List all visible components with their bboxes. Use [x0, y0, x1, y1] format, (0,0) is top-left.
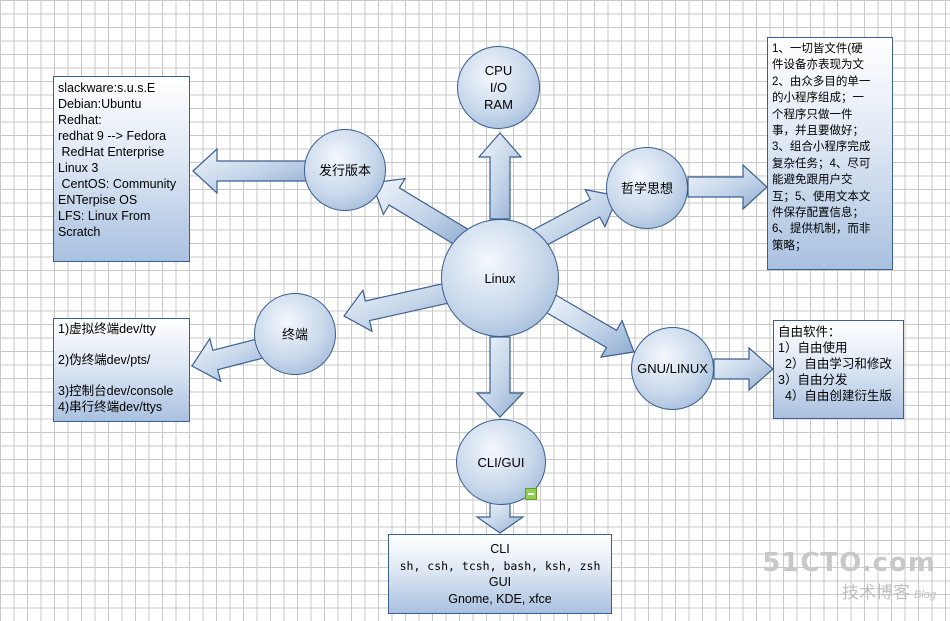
terminal-line: 1)虚拟终端dev/tty	[58, 322, 156, 336]
arrow-gnu-to-box	[713, 346, 774, 392]
gnu-line: 自由软件：	[778, 325, 841, 339]
arrow-to-distro	[371, 177, 470, 248]
cli-line: Gnome, KDE, xfce	[448, 591, 552, 606]
gnu-linux-node: GNU/LINUX	[631, 327, 714, 410]
distro-node: 发行版本	[304, 129, 386, 211]
gnu-linux-label: GNU/LINUX	[637, 361, 708, 376]
io-label: I/O	[489, 80, 508, 95]
philosophy-node: 哲学思想	[606, 147, 688, 229]
philosophy-line: 能避免跟用户交	[772, 174, 853, 187]
philosophy-line: 互；5、使用文本文	[772, 190, 871, 203]
arrow-to-gnu	[542, 292, 635, 358]
cli-gui-label: CLI/GUI	[477, 454, 525, 470]
terminal-line	[58, 338, 185, 354]
cli-line: CLI	[490, 542, 510, 556]
arrow-to-hardware	[477, 132, 523, 220]
distro-line: Scratch	[58, 225, 101, 239]
arrow-philosophy-to-box	[687, 163, 768, 211]
cli-box: CLI sh, csh, tcsh, bash, ksh, zsh GUI Gn…	[388, 534, 612, 614]
philosophy-line: 的小程序组成；一	[772, 92, 864, 105]
arrow-distro-to-box	[192, 147, 307, 195]
distro-line: slackware:s.u.s.E	[58, 81, 156, 95]
arrow-cli-to-box	[475, 502, 525, 534]
distro-line: CentOS: Community	[58, 177, 177, 191]
distro-box: slackware:s.u.s.E Debian:Ubuntu Redhat: …	[53, 76, 190, 262]
cli-line: sh, csh, tcsh, bash, ksh, zsh	[399, 558, 601, 573]
philosophy-label: 哲学思想	[620, 180, 673, 196]
hardware-node: CPU I/O RAM	[457, 46, 540, 129]
watermark-blog: Blog	[913, 589, 936, 601]
distro-line: Debian:Ubuntu	[58, 97, 142, 111]
distro-line: Linux 3	[58, 161, 99, 175]
philosophy-line: 事，并且要做好；	[772, 125, 864, 138]
philosophy-line: 复杂任务；4、尽可	[772, 157, 871, 170]
cpu-label: CPU	[484, 63, 513, 78]
philosophy-line: 1、一切皆文件(硬	[772, 43, 863, 55]
distro-line: LFS: Linux From	[58, 209, 151, 223]
arrow-to-philosophy	[531, 188, 619, 249]
arrow-to-cli	[475, 336, 525, 418]
distro-label: 发行版本	[318, 162, 371, 178]
terminal-line	[58, 369, 185, 385]
philosophy-line: 件保存配置信息；	[772, 207, 864, 220]
distro-line: ENTerpise OS	[58, 193, 138, 207]
linux-center-node: Linux	[441, 219, 559, 337]
terminal-label: 终端	[281, 326, 308, 342]
terminal-box: 1)虚拟终端dev/tty 2)伪终端dev/pts/ 3)控制台dev/con…	[53, 318, 190, 422]
cli-line: GUI	[488, 575, 512, 589]
philosophy-line: 个程序只做一件	[772, 108, 853, 121]
philosophy-line: 2、由众多目的单一	[772, 75, 871, 88]
watermark-site: 51CTO.com	[762, 548, 936, 578]
ram-label: RAM	[484, 97, 513, 112]
distro-line: RedHat Enterprise	[58, 145, 165, 159]
terminal-line: 4)串行终端dev/ttys	[58, 399, 163, 414]
watermark-sub: 技术博客	[841, 583, 910, 603]
terminal-line: 2)伪终端dev/pts/	[58, 353, 151, 367]
gnu-box: 自由软件： 1）自由使用 2）自由学习和修改 3）自由分发 4）自由创建衍生版	[773, 320, 904, 419]
philosophy-line: 件设备亦表现为文	[772, 59, 864, 72]
terminal-node: 终端	[254, 293, 336, 375]
terminal-line: 3)控制台dev/console	[58, 384, 174, 398]
distro-line: redhat 9 --> Fedora	[58, 129, 167, 143]
philosophy-line: 3、组合小程序完成	[772, 141, 871, 154]
collapse-handle-icon[interactable]	[525, 488, 537, 500]
gnu-line: 1）自由使用	[778, 341, 848, 355]
philosophy-line: 策略；	[772, 239, 807, 252]
gnu-line: 4）自由创建衍生版	[778, 389, 892, 403]
gnu-line: 3）自由分发	[778, 373, 848, 387]
philosophy-box: 1、一切皆文件(硬 件设备亦表现为文 2、由众多目的单一 的小程序组成；一 个程…	[767, 37, 893, 270]
gnu-line: 2）自由学习和修改	[778, 357, 892, 371]
distro-line: Redhat:	[58, 113, 102, 127]
arrow-terminal-to-box	[191, 337, 266, 383]
arrow-to-terminal	[343, 281, 455, 333]
linux-label: Linux	[484, 270, 516, 286]
philosophy-line: 6、提供机制，而非	[772, 223, 871, 236]
